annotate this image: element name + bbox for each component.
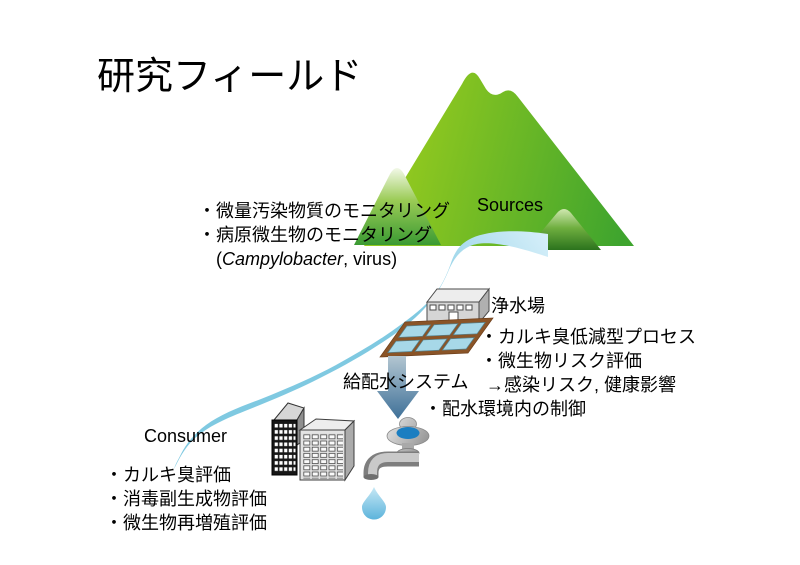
note-line: ・微量汚染物質のモニタリング bbox=[198, 201, 450, 221]
city-buildings-icon bbox=[271, 402, 356, 482]
note-line: ・病原微生物のモニタリング bbox=[198, 225, 432, 245]
page-title: 研究フィールド bbox=[97, 56, 363, 98]
consumer-label: Consumer bbox=[144, 426, 228, 446]
note-line: ・カルキ臭評価 bbox=[105, 465, 231, 485]
note-line: ・配水環境内の制御 bbox=[424, 399, 586, 419]
faucet-valve-blue bbox=[396, 427, 420, 439]
note-line: ・消毒副生成物評価 bbox=[105, 489, 267, 509]
water-drop-icon bbox=[362, 487, 386, 520]
consumer-notes: ・カルキ臭評価 ・消毒副生成物評価 ・微生物再増殖評価 bbox=[105, 463, 267, 535]
large-mountain-icon bbox=[364, 72, 634, 246]
treatment-notes: ・カルキ臭低減型プロセス ・微生物リスク評価 →感染リスク, 健康影響 ・配水環… bbox=[424, 325, 696, 421]
species-name: Campylobacter bbox=[222, 249, 344, 269]
distribution-system-label: 給配水システム bbox=[343, 372, 469, 392]
note-line: ・カルキ臭低減型プロセス bbox=[480, 327, 696, 347]
small-left-mountain-icon bbox=[354, 168, 441, 245]
distribution-down-arrow-icon bbox=[377, 356, 419, 419]
treatment-plant-label: 浄水場 bbox=[491, 296, 545, 316]
faucet-icon bbox=[363, 417, 430, 480]
pathogen-detail: (Campylobacter, virus) bbox=[216, 249, 398, 269]
treatment-plant-building-icon bbox=[425, 287, 491, 325]
note-line: ・微生物リスク評価 bbox=[480, 351, 642, 371]
note-line: →感染リスク, 健康影響 bbox=[486, 375, 677, 395]
source-monitoring-notes: ・微量汚染物質のモニタリング ・病原微生物のモニタリング (Campylobac… bbox=[198, 199, 450, 271]
settling-tanks-icon bbox=[379, 317, 494, 358]
sources-label: Sources bbox=[477, 195, 544, 215]
note-line: ・微生物再増殖評価 bbox=[105, 513, 267, 533]
